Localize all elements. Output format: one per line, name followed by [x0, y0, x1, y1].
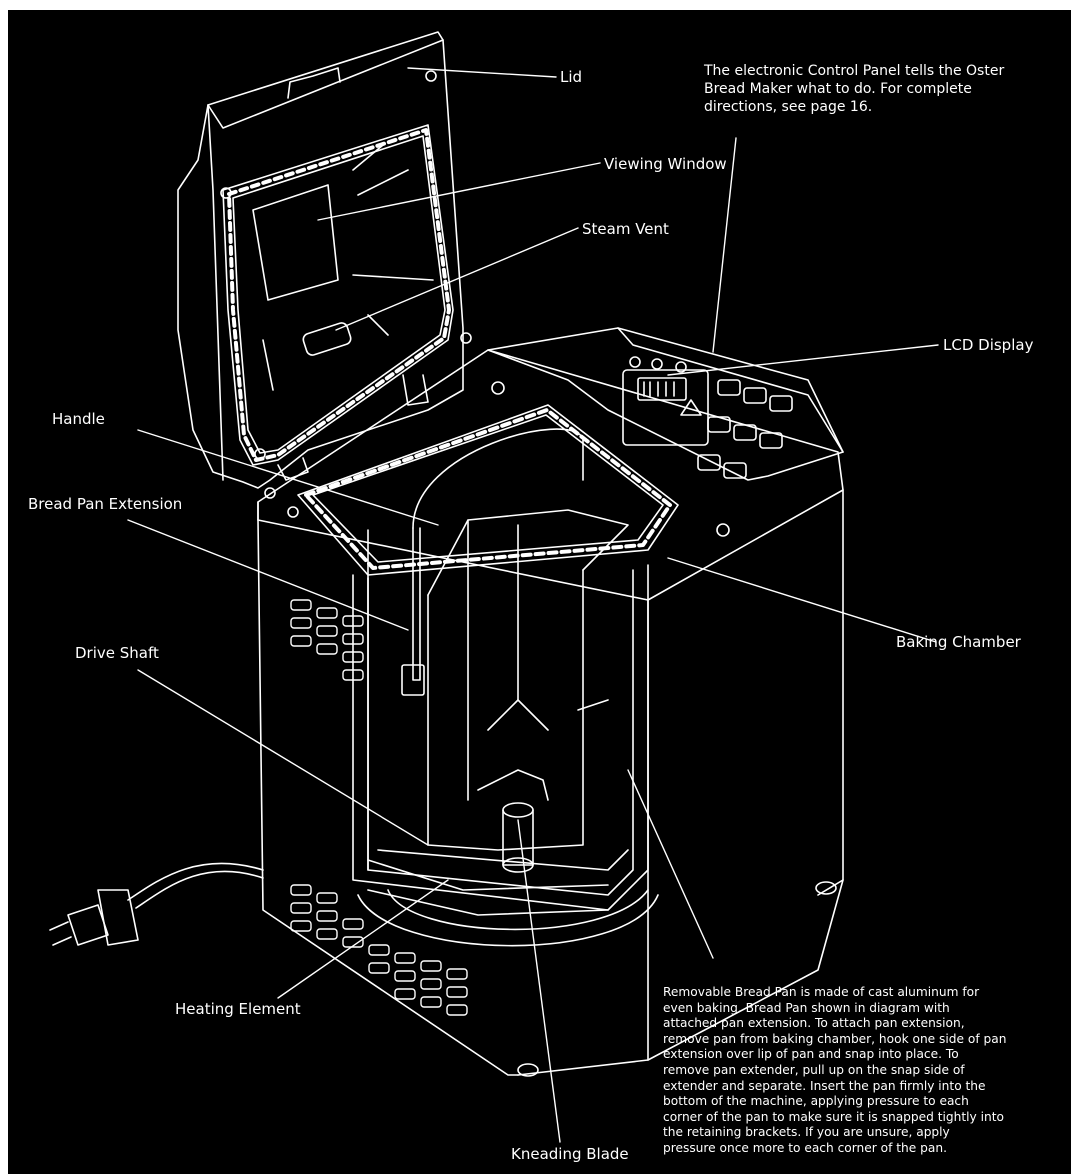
- note-line: corner of the pan to make sure it is sna…: [663, 1109, 1004, 1124]
- viewing-window-label: Viewing Window: [604, 155, 727, 173]
- bread-maker-illustration: [49, 31, 939, 1143]
- note-line: extender and separate. Insert the pan fi…: [663, 1078, 986, 1093]
- note-line: The electronic Control Panel tells the O…: [704, 63, 1005, 79]
- baking-chamber-label: Baking Chamber: [896, 633, 1021, 651]
- handle-label: Handle: [52, 410, 105, 428]
- body-illustration: [257, 327, 844, 1077]
- note-line: Removable Bread Pan is made of cast alum…: [663, 985, 980, 999]
- heating-element-label: Heating Element: [175, 1000, 301, 1018]
- drive-shaft-label: Drive Shaft: [75, 644, 159, 662]
- note-line: extension over lip of pan and snap into …: [663, 1047, 959, 1062]
- lcd-display-label: LCD Display: [943, 336, 1034, 354]
- note-line: the retaining brackets. If you are unsur…: [663, 1125, 950, 1140]
- steam-vent-label: Steam Vent: [582, 220, 669, 238]
- diagram-panel: Lid Viewing Window Steam Vent LCD Displa…: [8, 10, 1071, 1174]
- note-line: Bread Maker what to do. For complete: [704, 81, 972, 97]
- control-panel-note: The electronic Control Panel tells the O…: [704, 62, 1004, 116]
- lid-illustration: [177, 31, 472, 499]
- note-line: pressure once more to each corner of the…: [663, 1140, 947, 1155]
- leader-lines: [127, 67, 939, 1143]
- bread-pan-note: Removable Bread Pan is made of cast alum…: [663, 985, 1006, 1157]
- note-line: attached pan extension. To attach pan ex…: [663, 1016, 965, 1031]
- pan-illustration: [297, 404, 679, 947]
- note-line: remove pan from baking chamber, hook one…: [663, 1031, 1007, 1046]
- bread-pan-extension-label: Bread Pan Extension: [28, 495, 183, 513]
- kneading-blade-label: Kneading Blade: [511, 1145, 629, 1163]
- lid-label: Lid: [560, 68, 583, 86]
- note-line: even baking. Bread Pan shown in diagram …: [663, 1000, 950, 1015]
- power-cord-illustration: [49, 862, 264, 946]
- note-line: directions, see page 16.: [704, 99, 873, 115]
- note-line: bottom of the machine, applying pressure…: [663, 1094, 969, 1109]
- note-line: remove pan extender, pull up on the snap…: [663, 1062, 965, 1077]
